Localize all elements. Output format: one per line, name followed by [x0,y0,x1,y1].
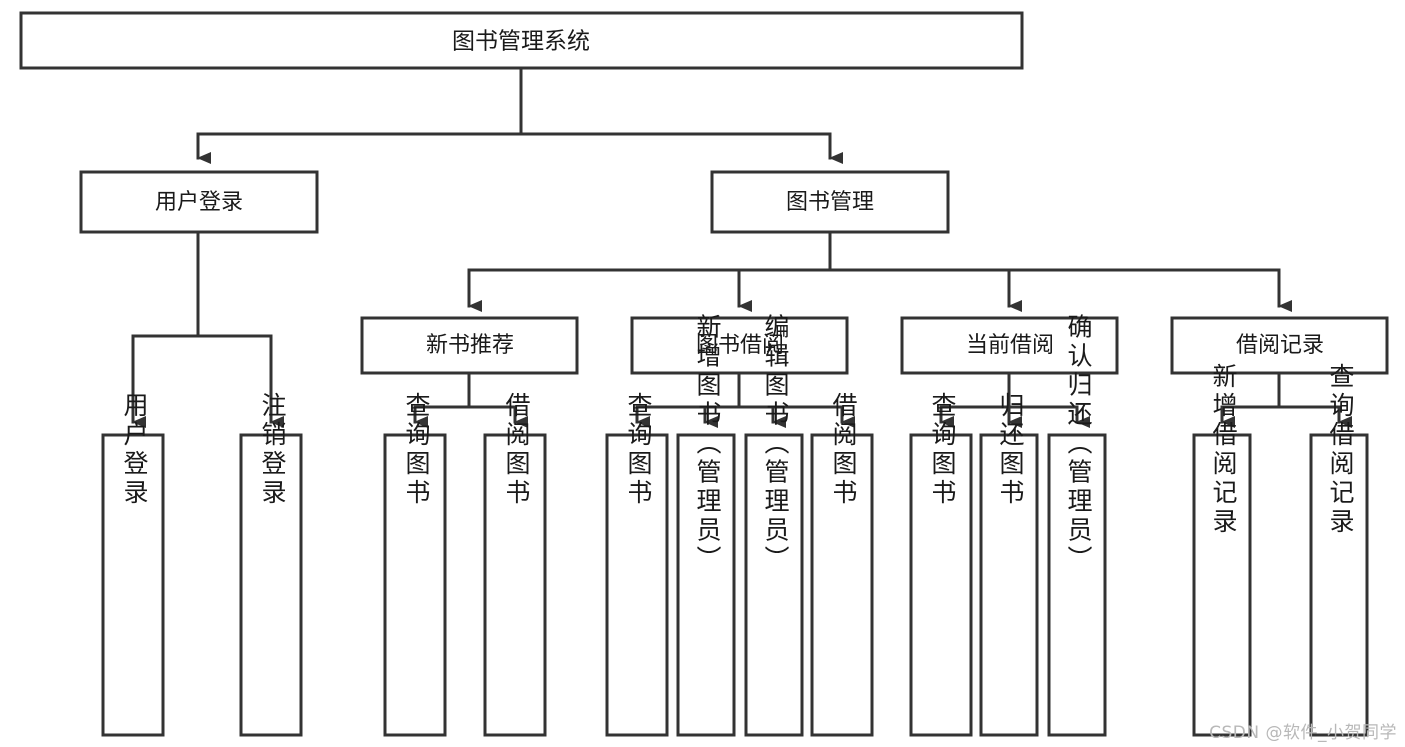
leaf-logout-box[interactable] [239,433,303,737]
node-user-login-box[interactable] [79,170,319,234]
node-current-borrow-label: 当前借阅 [966,333,1054,358]
leaf-confirm-return-admin-box[interactable] [1047,433,1107,737]
leaf-add-book-admin-box[interactable] [676,433,736,737]
leaf-query-book-borrow[interactable]: 查询图书 [605,392,669,737]
leaf-add-book-admin[interactable]: 新增图书（管理员） [676,314,736,737]
leaf-borrow-book-newbook-label: 借阅图书 [502,392,531,508]
leaf-return-book-label: 归还图书 [996,392,1025,508]
leaf-query-book-newbook-box[interactable] [383,433,447,737]
node-book-borrow-label: 图书借阅 [696,333,784,358]
leaf-borrow-book-newbook[interactable]: 借阅图书 [483,392,547,737]
node-new-book-recommend-label: 新书推荐 [426,333,514,358]
leaf-borrow-book-newbook-box[interactable] [483,433,547,737]
leaf-borrow-book-label: 借阅图书 [829,392,858,508]
node-borrow-record-label: 借阅记录 [1236,333,1324,358]
leaf-borrow-book[interactable]: 借阅图书 [810,392,874,737]
leaf-add-borrow-record-label: 新增借阅记录 [1209,363,1238,537]
leaf-query-borrow-record-box[interactable] [1309,433,1369,737]
node-book-management-box[interactable] [710,170,950,234]
node-user-login[interactable]: 用户登录 [79,170,319,234]
leaf-return-book[interactable]: 归还图书 [979,392,1039,737]
leaf-query-book-current-box[interactable] [909,433,973,737]
node-book-management[interactable]: 图书管理 [710,170,950,234]
leaf-add-borrow-record-box[interactable] [1192,433,1252,737]
leaf-confirm-return-admin[interactable]: 确认归还（管理员） [1047,314,1107,737]
leaf-user-login-label: 用户登录 [120,392,149,508]
leaf-query-borrow-record[interactable]: 查询借阅记录 [1309,363,1369,737]
leaf-query-book-borrow-box[interactable] [605,433,669,737]
node-book-borrow-box[interactable] [630,316,849,375]
node-root[interactable]: 图书管理系统 [19,11,1024,70]
connector-layer [131,66,1352,428]
leaf-query-book-current-label: 查询图书 [928,392,957,508]
leaf-add-borrow-record[interactable]: 新增借阅记录 [1192,363,1252,737]
leaf-logout-label: 注销登录 [258,392,287,508]
node-new-book-recommend-box[interactable] [360,316,579,375]
leaf-query-book-newbook[interactable]: 查询图书 [383,392,447,737]
node-book-borrow[interactable]: 图书借阅 [630,316,849,375]
leaf-query-book-borrow-label: 查询图书 [624,392,653,508]
node-new-book-recommend[interactable]: 新书推荐 [360,316,579,375]
leaf-user-login[interactable]: 用户登录 [101,392,165,737]
leaf-edit-book-admin[interactable]: 编辑图书（管理员） [744,314,804,737]
node-borrow-record-box[interactable] [1170,316,1389,375]
node-user-login-label: 用户登录 [155,190,243,215]
leaf-edit-book-admin-label: 编辑图书（管理员） [761,314,790,575]
leaf-borrow-book-box[interactable] [810,433,874,737]
node-root-box[interactable] [19,11,1024,70]
node-current-borrow-box[interactable] [900,316,1119,375]
leaf-confirm-return-admin-label: 确认归还（管理员） [1064,314,1093,575]
leaf-query-book-current[interactable]: 查询图书 [909,392,973,737]
leaf-query-book-newbook-label: 查询图书 [402,392,431,508]
leaf-query-borrow-record-label: 查询借阅记录 [1326,363,1355,537]
leaf-user-login-box[interactable] [101,433,165,737]
node-borrow-record[interactable]: 借阅记录 [1170,316,1389,375]
leaf-return-book-box[interactable] [979,433,1039,737]
node-root-label: 图书管理系统 [452,29,590,55]
leaf-logout[interactable]: 注销登录 [239,392,303,737]
leaf-edit-book-admin-box[interactable] [744,433,804,737]
node-book-management-label: 图书管理 [786,190,874,215]
node-current-borrow[interactable]: 当前借阅 [900,316,1119,375]
leaf-add-book-admin-label: 新增图书（管理员） [693,314,722,575]
